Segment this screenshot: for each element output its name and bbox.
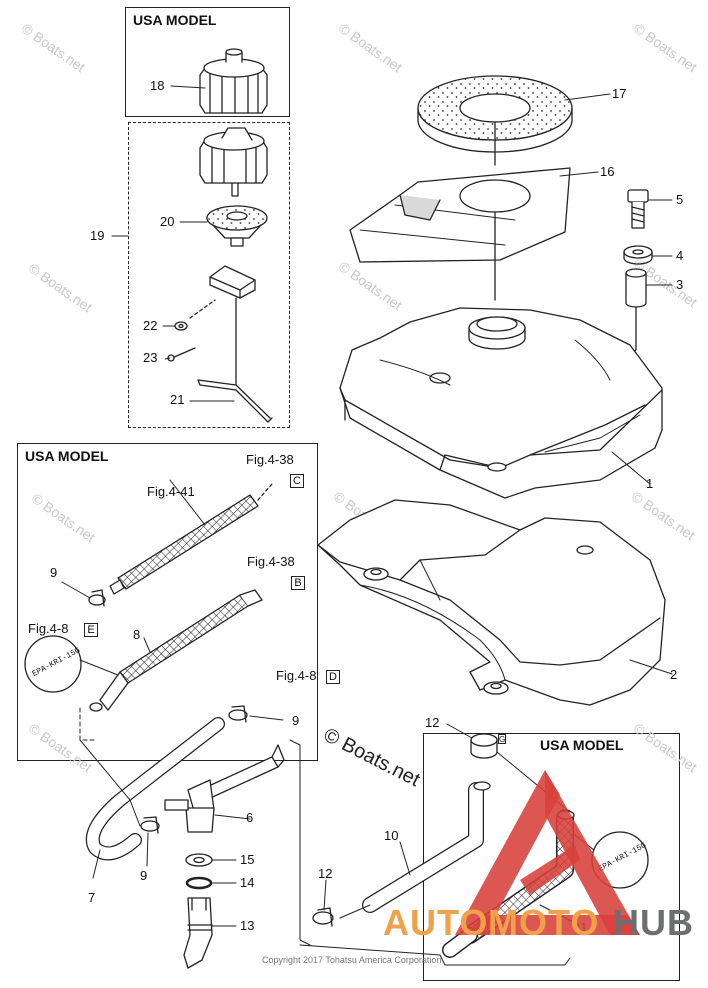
fig-ref-4-38-c: Fig.4-38 [246, 452, 294, 467]
epa-tag-left [24, 635, 119, 693]
clip-9-lower [140, 816, 160, 834]
connector-13 [183, 897, 213, 969]
sheet-16 [349, 167, 571, 301]
part-label-23: 23 [143, 350, 158, 365]
hose-fig-4-41 [109, 483, 273, 595]
fuel-cap-usa [199, 48, 268, 114]
ref-letter-b: B [291, 576, 305, 590]
fig-ref-4-8-e: Fig.4-8 [28, 621, 69, 636]
part-label-2: 2 [670, 667, 678, 682]
part-label-6: 6 [246, 810, 254, 825]
collar-3 [499, 268, 647, 446]
usa-model-header-top: USA MODEL [133, 12, 217, 28]
hose-8 [89, 589, 263, 712]
washer-22 [174, 299, 216, 331]
part-label-7: 7 [88, 890, 96, 905]
part-label-19: 19 [90, 228, 105, 243]
screw-23 [167, 347, 196, 362]
part-label-10: 10 [384, 828, 399, 843]
reference-lines [79, 707, 571, 966]
usa-model-box-bottom-right [423, 733, 680, 981]
fuel-cap-kit [199, 127, 268, 197]
ref-letter-c: C [290, 474, 304, 488]
usa-model-header-bottom-right: USA MODEL [540, 737, 624, 753]
ref-letter-e: E [84, 623, 98, 637]
washer-4 [623, 245, 653, 265]
logo-hub: HUB [613, 902, 694, 943]
part-label-15: 15 [240, 852, 255, 867]
fig-ref-4-38-b: Fig.4-38 [247, 554, 295, 569]
logo-moto: MOTO [488, 902, 600, 943]
filter-20 [206, 205, 268, 247]
part-label-12-upper: 12 [425, 715, 440, 730]
clip-12-lower [312, 907, 334, 927]
part-label-17: 17 [612, 86, 627, 101]
part-label-9-lower: 9 [140, 868, 148, 883]
hose-7 [85, 717, 225, 861]
part-label-16: 16 [600, 164, 615, 179]
part-label-5: 5 [676, 192, 684, 207]
hose-10 [362, 781, 491, 913]
usa-model-header-left: USA MODEL [25, 448, 109, 464]
part-label-9-right: 9 [292, 713, 300, 728]
part-label-1: 1 [646, 476, 654, 491]
part-label-3: 3 [676, 277, 684, 292]
kit-box-19 [128, 122, 290, 428]
part-label-18: 18 [150, 78, 165, 93]
part-label-20: 20 [160, 214, 175, 229]
foam-pad-17 [417, 75, 573, 166]
clip-9-right [228, 705, 248, 723]
bolt-5 [627, 189, 649, 229]
ring-15 [185, 853, 213, 867]
logo-auto: AUTO [383, 902, 489, 943]
fitting-6 [164, 744, 285, 833]
copyright-text: Copyright 2017 Tohatsu America Corporati… [262, 955, 442, 965]
o-ring-14 [185, 876, 213, 890]
clip-9-upper [88, 589, 106, 607]
part-label-9-upper: 9 [50, 565, 58, 580]
part-label-22: 22 [143, 318, 158, 333]
part-label-21: 21 [170, 392, 185, 407]
leader-lines [61, 85, 673, 927]
part-label-8: 8 [133, 627, 141, 642]
part-label-4: 4 [676, 248, 684, 263]
clip-12-upper [470, 733, 498, 759]
ref-letter-g: G [498, 734, 506, 744]
fig-ref-4-41: Fig.4-41 [147, 484, 195, 499]
part-label-13: 13 [240, 918, 255, 933]
tank-tray-2 [317, 499, 666, 706]
part-label-14: 14 [240, 875, 255, 890]
usa-model-box-top [125, 7, 290, 117]
fig-ref-4-8-d: Fig.4-8 [276, 668, 317, 683]
gauge-21 [197, 265, 273, 423]
ref-letter-d: D [326, 670, 340, 684]
part-label-12-lower: 12 [318, 866, 333, 881]
fuel-tank-1 [339, 307, 663, 499]
